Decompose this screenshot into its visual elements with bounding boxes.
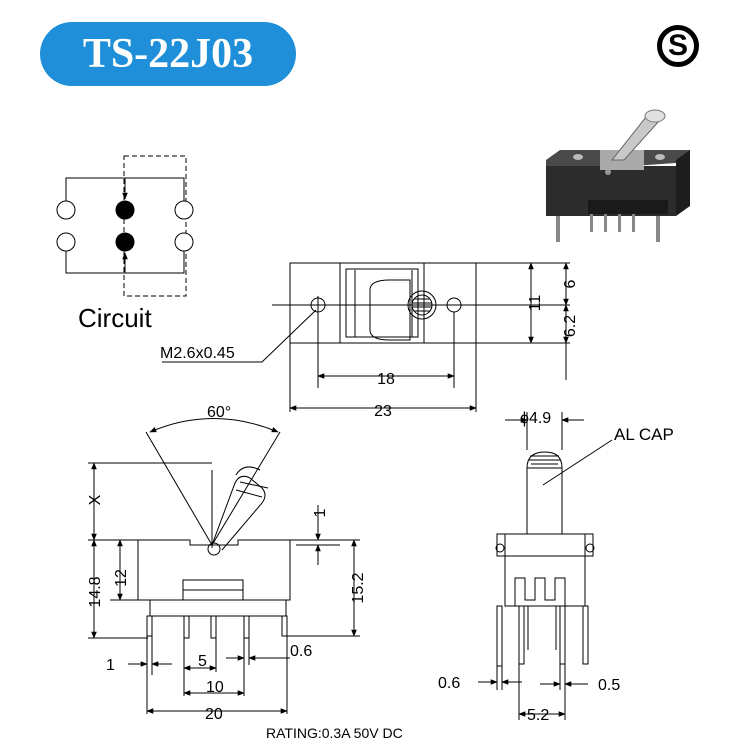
dim-1-top: 1 — [312, 508, 329, 517]
dim-0-6-front: 0.6 — [290, 643, 312, 660]
dim-0-5: 0.5 — [598, 677, 620, 694]
dim-23: 23 — [374, 403, 392, 420]
circuit-diagram — [56, 155, 194, 297]
al-cap-label: AL CAP — [614, 425, 674, 444]
angle-60: 60° — [207, 404, 231, 421]
dim-18: 18 — [377, 371, 395, 388]
dim-phi-4-9: ϕ4.9 — [520, 410, 551, 427]
model-title: TS-22J03 — [82, 31, 254, 77]
dim-11: 11 — [527, 295, 544, 312]
dim-5: 5 — [198, 653, 207, 670]
s-logo-icon: S — [657, 25, 699, 67]
dim-10: 10 — [206, 679, 224, 696]
dim-20: 20 — [205, 706, 223, 723]
dim-14-8: 14.8 — [87, 576, 104, 607]
dim-15-2: 15.2 — [350, 572, 367, 603]
front-view-drawing — [88, 418, 360, 714]
dim-1-bottom: 1 — [106, 657, 115, 674]
dim-6: 6 — [562, 279, 579, 288]
thread-label: M2.6x0.45 — [160, 345, 235, 362]
dim-x: X — [87, 494, 104, 505]
model-badge: TS-22J03 — [40, 22, 296, 86]
side-view-drawing — [478, 412, 613, 720]
dim-5-2: 5.2 — [527, 707, 549, 724]
dim-0-6-side: 0.6 — [438, 675, 460, 692]
dim-12: 12 — [113, 569, 130, 587]
rating-text: RATING:0.3A 50V DC — [266, 725, 403, 741]
top-view-drawing — [162, 262, 570, 412]
product-image — [546, 109, 690, 242]
dim-6-2: 6.2 — [562, 315, 579, 337]
circuit-label: Circuit — [78, 303, 152, 333]
